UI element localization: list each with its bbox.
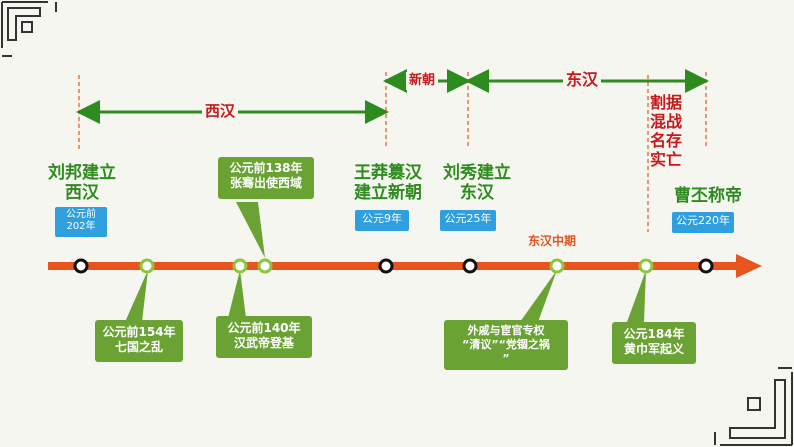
dashed-guides — [78, 72, 707, 232]
callout-huangjin: 公元184年 黄巾军起义 — [612, 322, 696, 364]
node-liubang — [73, 258, 89, 274]
node-caopi — [698, 258, 714, 274]
era-label-donghan: 东汉 — [563, 71, 602, 89]
date-tag-liubang: 公元前 202年 — [55, 207, 107, 237]
node-wudi — [232, 258, 248, 274]
date-tag-liuxiu: 公元25年 — [440, 210, 496, 231]
corner-ornament-top-left — [1, 1, 57, 57]
event-liuxiu: 刘秀建立 东汉 — [443, 163, 511, 203]
node-qiguo — [139, 258, 155, 274]
callout-pointers — [125, 202, 646, 322]
era-label-donghan-mid: 东汉中期 — [528, 234, 577, 248]
corner-ornament-bottom-right — [714, 367, 793, 446]
timeline-axis — [48, 254, 762, 278]
event-caopi: 曹丕称帝 — [674, 186, 742, 206]
node-liuxiu — [462, 258, 478, 274]
event-gesui: 割据 混战 名存 实亡 — [649, 93, 682, 169]
node-donghan-mid — [549, 258, 565, 274]
callout-zhangqian: 公元前138年 张骞出使西域 — [218, 157, 314, 199]
date-tag-caopi: 公元220年 — [672, 212, 734, 233]
era-label-xihan: 西汉 — [202, 102, 239, 120]
event-wangmang: 王莽篡汉 建立新朝 — [354, 163, 422, 203]
date-tag-wangmang: 公元9年 — [355, 210, 409, 231]
node-wangmang — [378, 258, 394, 274]
callout-qiguo: 公元前154年 七国之乱 — [95, 320, 183, 362]
era-label-xinchao: 新朝 — [406, 72, 439, 90]
callout-wudi: 公元前140年 汉武帝登基 — [216, 316, 312, 358]
callout-waiqi: 外戚与宦官专权 “清议”“党锢之祸 ” — [444, 320, 568, 370]
node-huangjin — [638, 258, 654, 274]
event-liubang: 刘邦建立 西汉 — [48, 163, 116, 203]
node-zhangqian — [257, 258, 273, 274]
